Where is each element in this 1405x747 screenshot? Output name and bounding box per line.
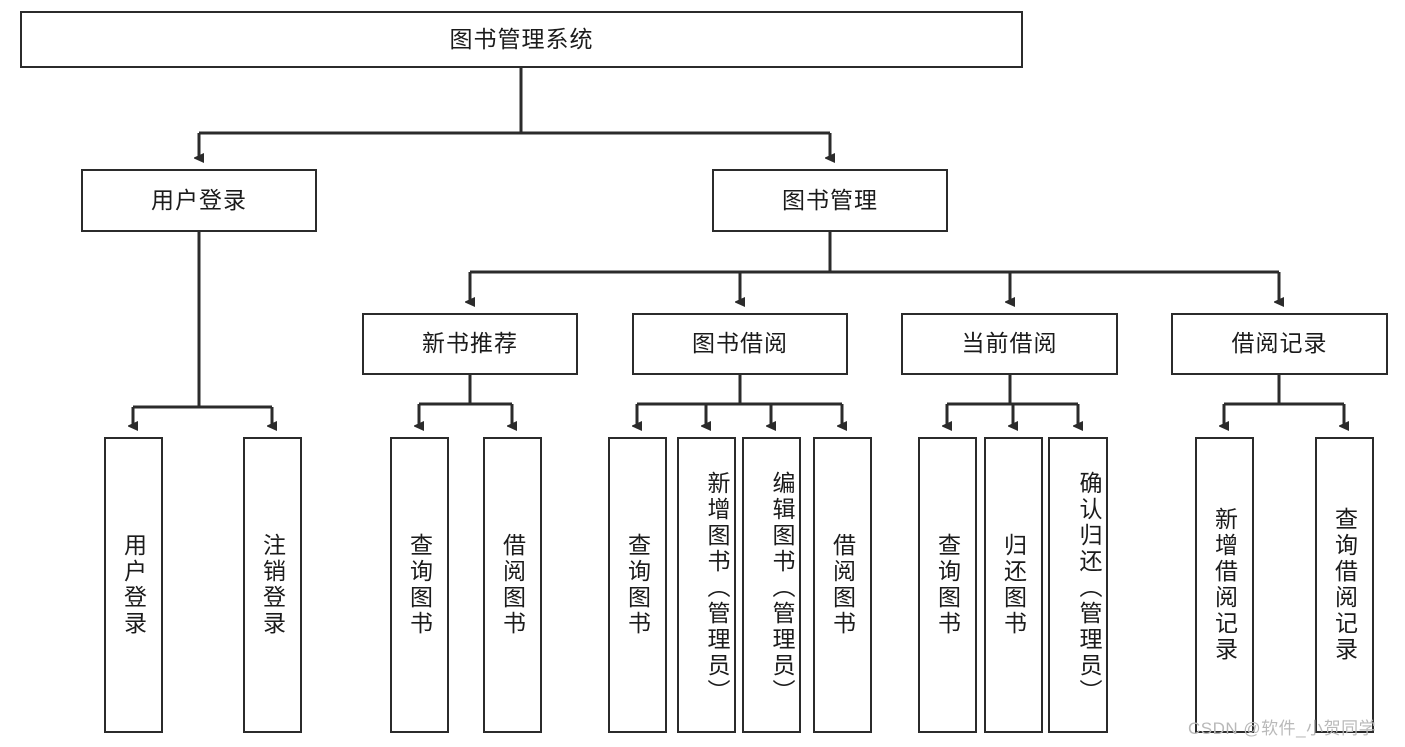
leaf-query-borrow-record[interactable]: 查询借阅记录: [1315, 437, 1374, 733]
node-borrow-record[interactable]: 借阅记录: [1171, 313, 1388, 375]
leaf-add-book-admin[interactable]: 新增图书（管理员）: [677, 437, 736, 733]
leaf-query-book-new[interactable]: 查询图书: [390, 437, 449, 733]
node-current-borrow[interactable]: 当前借阅: [901, 313, 1118, 375]
node-new-book-recommend[interactable]: 新书推荐: [362, 313, 578, 375]
leaf-user-login[interactable]: 用户登录: [104, 437, 163, 733]
node-user-login[interactable]: 用户登录: [81, 169, 317, 232]
node-book-management[interactable]: 图书管理: [712, 169, 948, 232]
leaf-return-book[interactable]: 归还图书: [984, 437, 1043, 733]
leaf-borrow-book-new[interactable]: 借阅图书: [483, 437, 542, 733]
leaf-user-logout[interactable]: 注销登录: [243, 437, 302, 733]
leaf-edit-book-admin[interactable]: 编辑图书（管理员）: [742, 437, 801, 733]
node-root-system[interactable]: 图书管理系统: [20, 11, 1023, 68]
leaf-borrow-book[interactable]: 借阅图书: [813, 437, 872, 733]
node-book-borrow[interactable]: 图书借阅: [632, 313, 848, 375]
leaf-confirm-return-admin[interactable]: 确认归还（管理员）: [1048, 437, 1108, 733]
leaf-add-borrow-record[interactable]: 新增借阅记录: [1195, 437, 1254, 733]
leaf-query-book-current[interactable]: 查询图书: [918, 437, 977, 733]
leaf-query-book-borrow[interactable]: 查询图书: [608, 437, 667, 733]
